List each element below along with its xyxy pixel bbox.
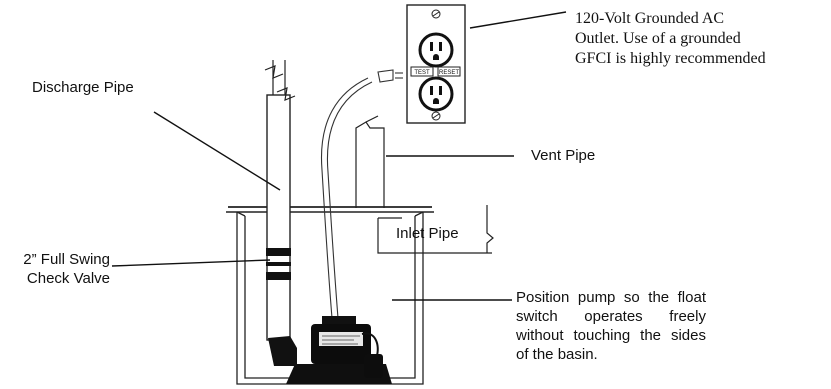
- discharge-pipe: [264, 60, 296, 341]
- check-valve: [266, 248, 291, 280]
- leader-lines: [111, 11, 567, 301]
- reset-button-label: RESET: [439, 70, 459, 76]
- vent-pipe: [355, 115, 385, 208]
- leader-discharge-pipe: [153, 111, 281, 191]
- inlet-pipe-label: Inlet Pipe: [396, 225, 459, 242]
- test-button-label: TEST: [414, 70, 430, 76]
- position-note-line-4: of the basin.: [516, 346, 598, 363]
- position-note-line-3: without touching the sides: [516, 327, 706, 344]
- vent-pipe-label: Vent Pipe: [531, 147, 596, 164]
- outlet-label-line-2: Outlet. Use of a grounded: [575, 30, 741, 47]
- position-note-line-1: Position pump so the float: [516, 289, 706, 306]
- leader-outlet: [469, 11, 567, 29]
- outlet-label-line-3: GFCI is highly recommended: [575, 50, 766, 67]
- leader-check-valve: [111, 259, 271, 267]
- discharge-pipe-label: Discharge Pipe: [32, 79, 134, 96]
- check-valve-label-line-1: 2” Full Swing: [23, 251, 110, 268]
- inlet-pipe: [377, 205, 494, 254]
- pump: [268, 316, 392, 384]
- position-note-line-2: switch operates freely: [516, 308, 706, 325]
- power-cord: [320, 69, 403, 319]
- position-note: Position pump so the float switch operat…: [516, 288, 706, 364]
- outlet-label-line-1: 120-Volt Grounded AC: [575, 10, 725, 27]
- outlet-label: 120-Volt Grounded AC Outlet. Use of a gr…: [575, 9, 825, 69]
- check-valve-label: 2” Full Swing Check Valve: [6, 250, 110, 288]
- check-valve-label-line-2: Check Valve: [26, 270, 110, 287]
- gfci-outlet: TEST RESET: [406, 4, 466, 124]
